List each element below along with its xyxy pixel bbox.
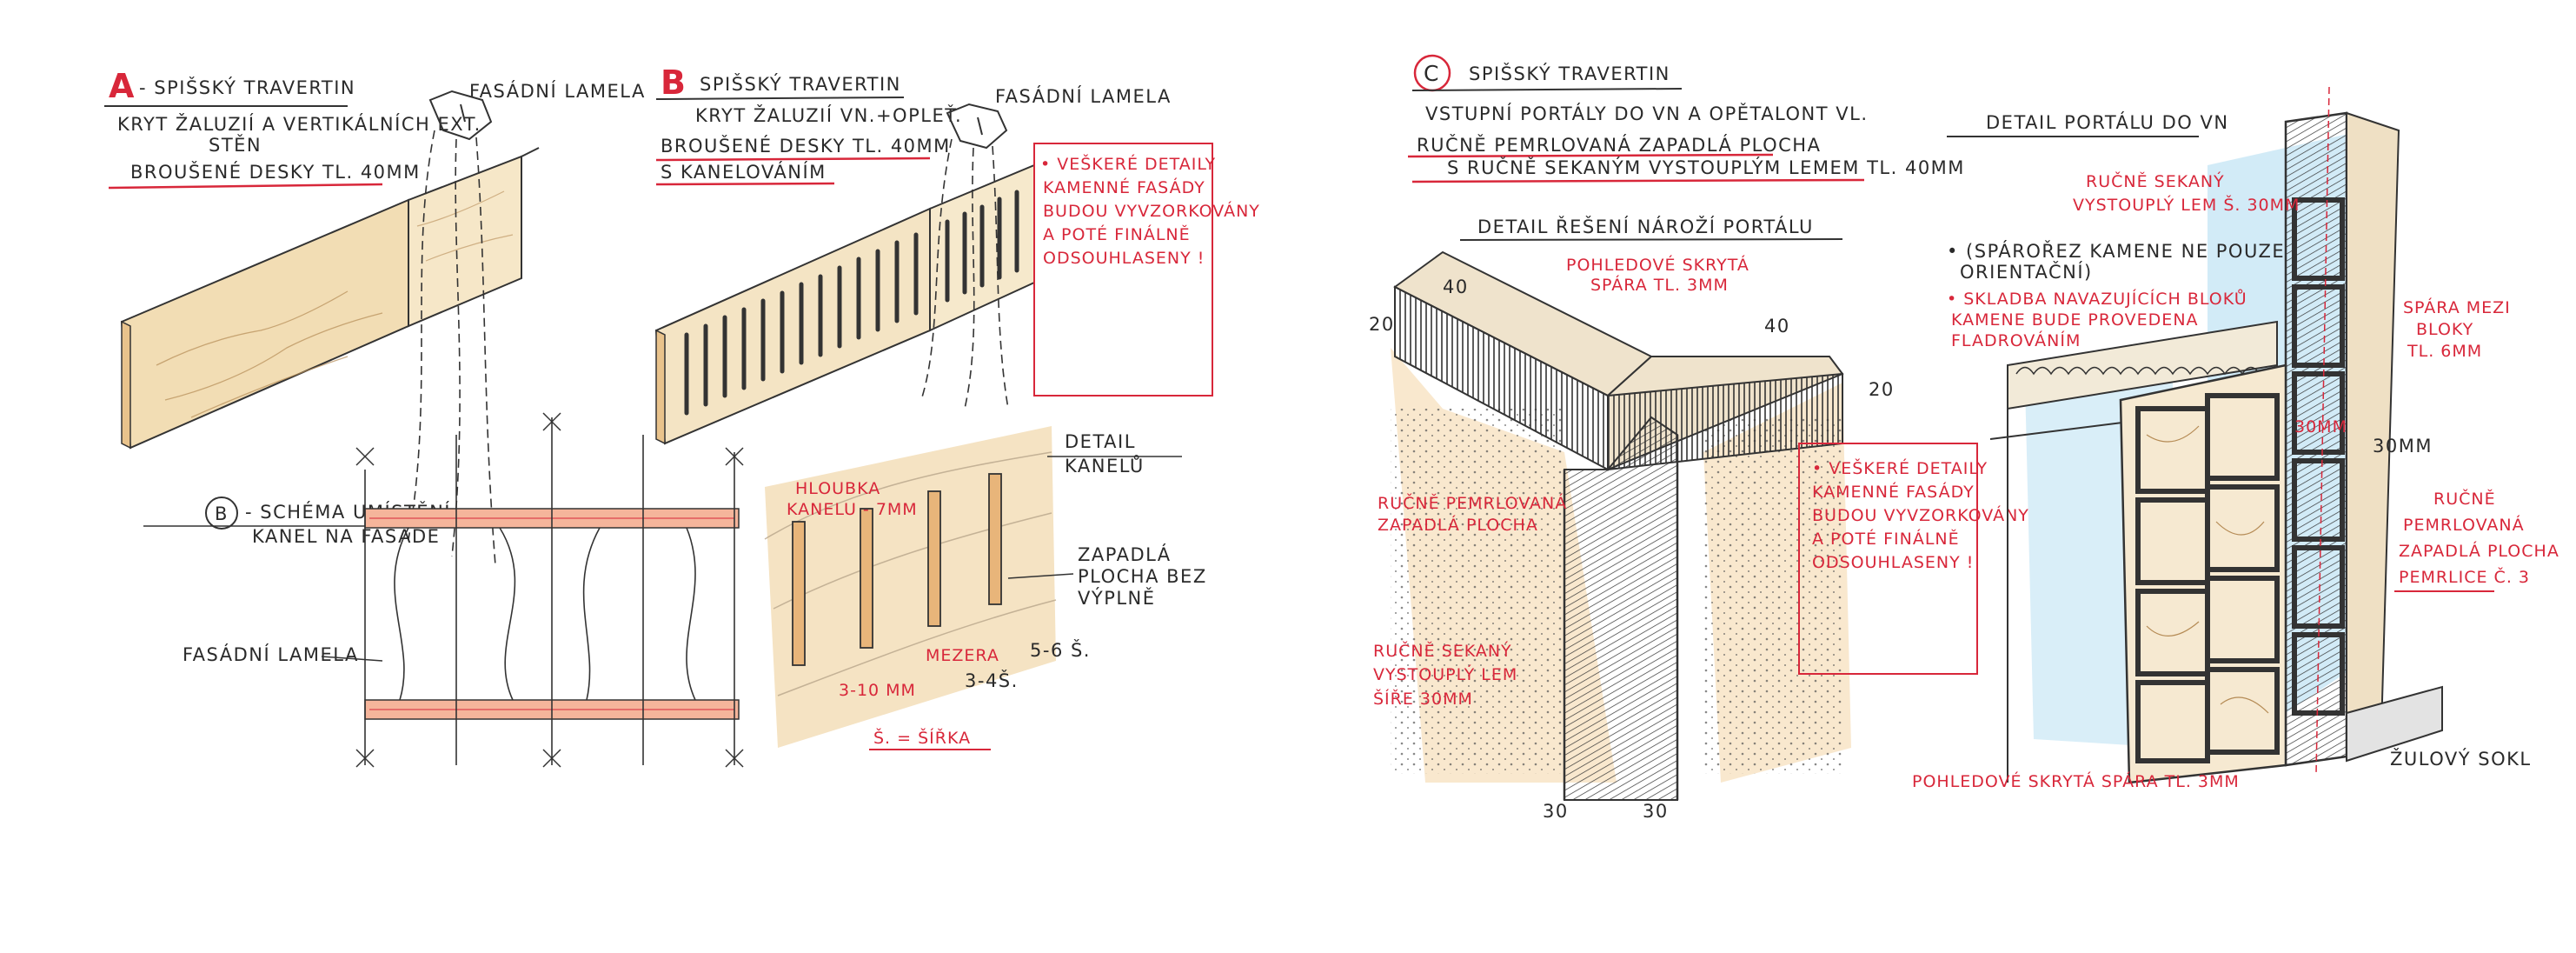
note-b-line5: ODSOUHLASENY ! <box>1043 249 1205 268</box>
kanel-grooves <box>792 473 1002 666</box>
corner-dim-40b: 40 <box>1764 316 1790 337</box>
kanelu-title2: KANELŮ <box>1065 454 1145 476</box>
section-c-title: SPIŠSKÝ TRAVERTIN <box>1469 63 1670 84</box>
kanelu-depth-label-1: HLOUBKA <box>795 479 880 498</box>
note-box-b: • VEŠKERÉ DETAILY KAMENNÉ FASÁDY BUDOU V… <box>1033 143 1260 397</box>
section-c-line2: RUČNĚ PEMRLOVANÁ ZAPADLÁ PLOCHA <box>1417 134 1821 156</box>
section-a: A - SPIŠSKÝ TRAVERTIN KRYT ŽALUZIÍ A VER… <box>104 67 646 566</box>
kanelu-title1: DETAIL <box>1065 431 1136 452</box>
kanelu-fill-label-1: ZAPADLÁ <box>1078 543 1172 565</box>
corner-detail <box>1391 250 1851 801</box>
schema-b: B - SCHÉMA UMÍSTĚNÍ KANEL NA FASÁDĚ FASÁ… <box>143 412 744 768</box>
corner-joint-label-1: POHLEDOVÉ SKRYTÁ <box>1566 255 1749 275</box>
note-c-line4: A POTÉ FINÁLNĚ <box>1812 529 1960 549</box>
corner-title: DETAIL ŘEŠENÍ NÁROŽÍ PORTÁLU <box>1477 216 1814 237</box>
corner-dim-30a: 30 <box>1543 801 1569 822</box>
corner-dim-40a: 40 <box>1443 277 1469 297</box>
portalu-spara-note-1: • (SPÁROŘEZ KAMENE NE POUZE <box>1947 240 2285 262</box>
lamela-icon-a <box>408 90 496 566</box>
section-a-lamela-label: FASÁDNÍ LAMELA <box>469 80 646 102</box>
kanelu-dim-gap-val: 3-4Š. <box>965 670 1019 691</box>
detail-kanelu: DETAIL KANELŮ HLOUBKA KANELU - 7MM ZAPAD… <box>764 426 1207 750</box>
corner-dim-20b: 20 <box>1869 379 1895 400</box>
portalu-pemrl-label-4: PEMRLICE Č. 3 <box>2399 566 2530 587</box>
corner-dim-30b: 30 <box>1643 801 1669 822</box>
note-b-line1: • VEŠKERÉ DETAILY <box>1040 153 1216 174</box>
granite-plinth <box>2346 685 2443 763</box>
portalu-sekane-label-2: VYSTOUPLÝ LEM Š. 30MM <box>2073 194 2300 215</box>
section-a-line2: STĚN <box>209 134 262 156</box>
section-a-letter: A <box>109 67 135 105</box>
corner-dim-20a: 20 <box>1369 314 1395 335</box>
kanelu-fill-label-3: VÝPLNĚ <box>1078 587 1156 609</box>
section-b-line2: BROUŠENÉ DESKY TL. 40MM <box>661 135 951 157</box>
section-b-title: SPIŠSKÝ TRAVERTIN <box>700 73 901 95</box>
portalu-pemrl-label-3: ZAPADLÁ PLOCHA <box>2399 541 2559 561</box>
note-c-line1: • VEŠKERÉ DETAILY <box>1812 457 1988 478</box>
portalu-skladba-note-3: FLADROVÁNÍM <box>1951 330 2081 350</box>
schema-b-x-marks <box>355 412 744 768</box>
portalu-spara-blok-1: SPÁRA MEZI <box>2403 297 2511 317</box>
corner-pemrl-label-1: RUČNĚ PEMRLOVANÁ <box>1378 492 1567 513</box>
portalu-title: DETAIL PORTÁLU DO VN <box>1986 111 2229 133</box>
corner-sekany-label-1: RUČNĚ SEKANÝ <box>1373 640 1512 661</box>
section-b-letter: B <box>661 63 686 102</box>
schema-b-columns <box>364 417 735 765</box>
kanelu-dim-gap: MEZERA <box>926 646 999 665</box>
kanelu-depth-label-2: KANELU - 7MM <box>787 500 918 519</box>
note-b-line3: BUDOU VYVZORKOVÁNY <box>1043 201 1260 221</box>
section-c-line1: VSTUPNÍ PORTÁLY DO VN A OPĚTALONT VL. <box>1425 103 1869 124</box>
section-c: C SPIŠSKÝ TRAVERTIN VSTUPNÍ PORTÁLY DO V… <box>1369 54 2029 822</box>
portalu-sokl-label: ŽULOVÝ SOKL <box>2390 748 2532 770</box>
portalu-pemrl-label-2: PEMRLOVANÁ <box>2403 515 2525 535</box>
section-c-letter: C <box>1424 61 1440 86</box>
corner-pemrl-label-2: ZAPADLÁ PLOCHA <box>1378 515 1538 535</box>
travertine-panel-b <box>654 163 1035 445</box>
section-a-title: - SPIŠSKÝ TRAVERTIN <box>139 77 355 98</box>
portalu-spara-note-2: ORIENTAČNÍ) <box>1960 261 2093 283</box>
portalu-pemrl-label-1: RUČNĚ <box>2433 488 2496 509</box>
note-c-line5: ODSOUHLASENY ! <box>1812 553 1974 572</box>
corner-sekany-label-2: VYSTOUPLÝ LEM <box>1373 664 1517 684</box>
kanelu-legend: Š. = ŠÍŘKA <box>873 727 971 748</box>
portalu-dim-30b: 30MM <box>2373 436 2433 457</box>
section-a-line1: KRYT ŽALUZIÍ A VERTIKÁLNÍCH EXT. <box>117 113 481 135</box>
balustrade <box>1989 320 2278 783</box>
corner-sekany-label-3: ŠÍŘE 30MM <box>1373 688 1473 709</box>
kanelu-dim-right: 5-6 Š. <box>1030 639 1091 661</box>
schema-b-lamela-label: FASÁDNÍ LAMELA <box>183 643 359 665</box>
section-c-line3: S RUČNĚ SEKANÝM VYSTOUPLÝM LEMEM TL. 40M… <box>1447 157 1965 178</box>
note-c-line3: BUDOU VYVZORKOVÁNY <box>1812 505 2029 525</box>
schema-b-circle-letter: B <box>215 503 229 524</box>
corner-joint-label-2: SPÁRA TL. 3MM <box>1590 275 1729 295</box>
portalu-skladba-note-2: KAMENE BUDE PROVEDENA <box>1951 310 2199 330</box>
note-c-line2: KAMENNÉ FASÁDY <box>1812 482 1975 502</box>
travertine-panel-a <box>120 147 540 450</box>
portalu-joint-label: POHLEDOVÉ SKRYTÁ SPÁRA TL. 3MM <box>1912 771 2240 791</box>
section-b: B SPIŠSKÝ TRAVERTIN KRYT ŽALUZIÍ VN.+OPL… <box>654 63 1260 445</box>
portalu-sekane-label-1: RUČNĚ SEKANÝ <box>2086 170 2225 191</box>
detail-portalu: DETAIL PORTÁLU DO VN <box>1912 86 2559 791</box>
note-b-line2: KAMENNÉ FASÁDY <box>1043 177 1205 197</box>
section-a-line3: BROUŠENÉ DESKY TL. 40MM <box>130 161 421 183</box>
portalu-dim-30a: 30MM <box>2294 417 2347 437</box>
kanelu-fill-label-2: PLOCHA BEZ <box>1078 566 1207 587</box>
portalu-skladba-note-1: • SKLADBA NAVAZUJÍCÍCH BLOKŮ <box>1947 288 2247 309</box>
portalu-spara-blok-3: TL. 6MM <box>2407 342 2482 361</box>
section-b-line3: S KANELOVÁNÍM <box>661 161 827 183</box>
kanelu-dim-width: 3-10 MM <box>839 681 916 700</box>
section-b-lamela-label: FASÁDNÍ LAMELA <box>995 85 1172 107</box>
section-b-line1: KRYT ŽALUZIÍ VN.+OPLEŤ. <box>695 104 962 126</box>
portal-pillar <box>2119 86 2400 784</box>
lamela-icon-b <box>920 103 1009 410</box>
note-box-c: • VEŠKERÉ DETAILY KAMENNÉ FASÁDY BUDOU V… <box>1798 443 2029 675</box>
portalu-spara-blok-2: BLOKY <box>2416 320 2473 339</box>
note-b-line4: A POTÉ FINÁLNĚ <box>1043 224 1191 244</box>
